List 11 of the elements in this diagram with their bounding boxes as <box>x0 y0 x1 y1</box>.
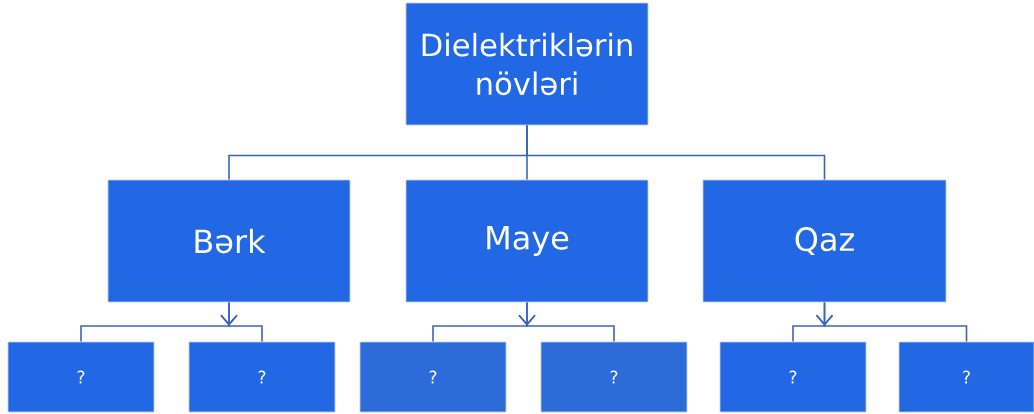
category-box: ? <box>540 341 688 413</box>
category-box: ? <box>898 341 1034 413</box>
category-box: ? <box>188 341 336 413</box>
category-box: Dielektriklərin növləri <box>405 2 649 126</box>
category-box: Maye <box>405 179 649 303</box>
category-box: Qaz <box>702 179 947 303</box>
category-box: ? <box>359 341 507 413</box>
category-box: ? <box>719 341 867 413</box>
connector-line <box>526 124 826 181</box>
category-box: Bərk <box>107 179 351 303</box>
category-box: ? <box>7 341 155 413</box>
